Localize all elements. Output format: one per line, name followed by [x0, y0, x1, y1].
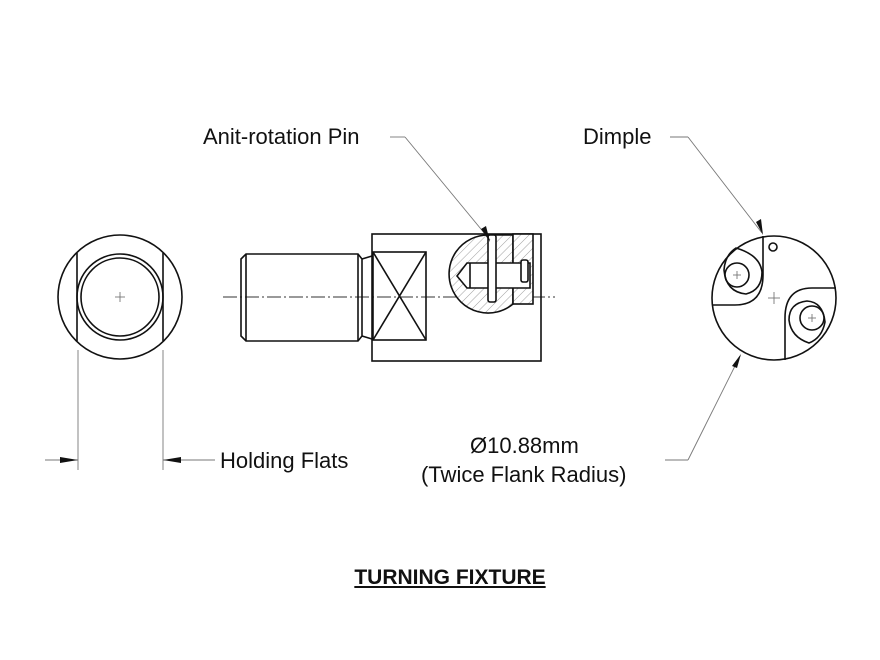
drawing-title: TURNING FIXTURE: [354, 566, 546, 589]
anti-rotation-pin-label: Anit-rotation Pin: [203, 124, 360, 149]
dimple-label: Dimple: [583, 124, 652, 149]
side-view-section: [223, 136, 555, 362]
holding-flats-label: Holding Flats: [220, 448, 349, 473]
end-view-left: [45, 234, 215, 470]
diameter-label: Ø10.88mm: [470, 433, 579, 458]
end-view-right: [665, 136, 837, 461]
diameter-note-label: (Twice Flank Radius): [421, 462, 627, 487]
